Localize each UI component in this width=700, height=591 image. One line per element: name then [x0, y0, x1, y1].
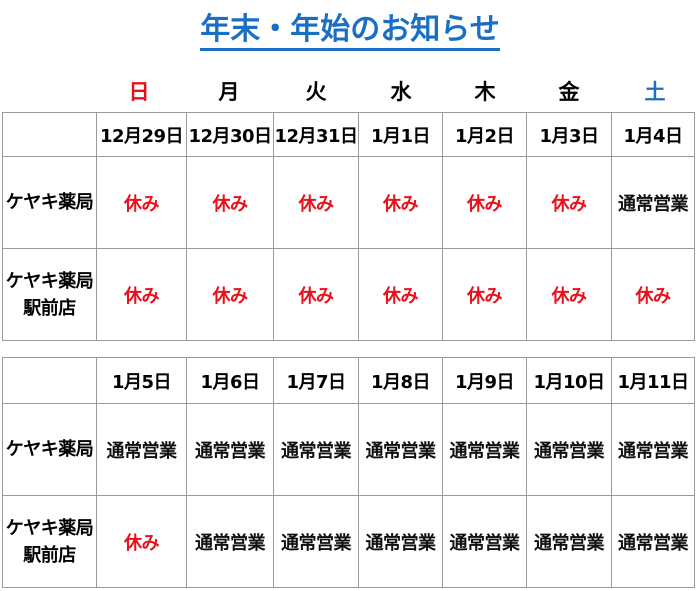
status-cell: 休み [442, 156, 527, 249]
date-cell: 1月2日 [442, 112, 527, 157]
store-branch-line: 駅前店 [23, 544, 76, 566]
status-cell: 通常営業 [611, 403, 695, 496]
store-name-line: ケヤキ薬局 [5, 270, 94, 292]
corner-cell [2, 357, 97, 404]
status-cell: 休み [96, 248, 187, 341]
status-cell: 休み [186, 248, 274, 341]
date-cell: 12月30日 [186, 112, 274, 157]
weekday-sun: 日 [128, 80, 150, 104]
status-cell: 通常営業 [442, 403, 527, 496]
store-row: ケヤキ薬局駅前店 休み 休み 休み 休み 休み 休み 休み [2, 248, 695, 341]
status-cell: 休み [186, 156, 274, 249]
store-label: ケヤキ薬局駅前店 [2, 248, 97, 341]
status-cell: 休み [526, 248, 612, 341]
date-cell: 1月9日 [442, 357, 527, 404]
date-cell: 12月29日 [96, 112, 187, 157]
status-cell: 通常営業 [96, 403, 187, 496]
date-cell: 1月8日 [358, 357, 443, 404]
date-cell: 1月11日 [611, 357, 695, 404]
date-cell: 1月7日 [273, 357, 359, 404]
status-cell: 休み [273, 156, 359, 249]
status-cell: 通常営業 [611, 156, 695, 249]
store-name-line: ケヤキ薬局 [5, 439, 94, 460]
store-name-line: ケヤキ薬局 [5, 192, 94, 213]
status-cell: 休み [611, 248, 695, 341]
status-cell: 休み [96, 495, 187, 588]
status-cell: 休み [526, 156, 612, 249]
store-row: ケヤキ薬局駅前店 休み 通常営業 通常営業 通常営業 通常営業 通常営業 通常営… [2, 495, 695, 588]
date-row: 12月29日 12月30日 12月31日 1月1日 1月2日 1月3日 1月4日 [2, 112, 695, 157]
date-cell: 1月3日 [526, 112, 612, 157]
corner-cell [2, 112, 97, 157]
weekday-tue: 火 [305, 80, 327, 104]
status-cell: 休み [442, 248, 527, 341]
date-cell: 1月1日 [358, 112, 443, 157]
date-cell: 12月31日 [273, 112, 359, 157]
date-cell: 1月4日 [611, 112, 695, 157]
status-cell: 休み [96, 156, 187, 249]
status-cell: 休み [358, 248, 443, 341]
weekday-sat: 土 [644, 80, 666, 104]
weekday-wed: 水 [390, 80, 412, 104]
store-row: ケヤキ薬局 休み 休み 休み 休み 休み 休み 通常営業 [2, 156, 695, 249]
store-label: ケヤキ薬局 [2, 403, 97, 496]
weekday-header-row: 日 月 火 水 木 金 土 [0, 76, 700, 108]
page-title: 年末・年始のお知らせ [0, 4, 700, 51]
date-row: 1月5日 1月6日 1月7日 1月8日 1月9日 1月10日 1月11日 [2, 357, 695, 404]
status-cell: 通常営業 [358, 495, 443, 588]
store-name-line: ケヤキ薬局 [5, 517, 94, 539]
status-cell: 通常営業 [273, 403, 359, 496]
status-cell: 通常営業 [442, 495, 527, 588]
date-cell: 1月6日 [186, 357, 274, 404]
status-cell: 通常営業 [273, 495, 359, 588]
date-cell: 1月5日 [96, 357, 187, 404]
weekday-thu: 木 [474, 80, 496, 104]
status-cell: 通常営業 [526, 495, 612, 588]
status-cell: 通常営業 [186, 403, 274, 496]
status-cell: 通常営業 [186, 495, 274, 588]
weekday-mon: 月 [218, 80, 240, 104]
store-branch-line: 駅前店 [23, 297, 76, 319]
title-text: 年末・年始のお知らせ [200, 12, 500, 51]
schedule-table-week1: 12月29日 12月30日 12月31日 1月1日 1月2日 1月3日 1月4日… [2, 112, 695, 341]
status-cell: 通常営業 [358, 403, 443, 496]
store-label: ケヤキ薬局 [2, 156, 97, 249]
status-cell: 休み [358, 156, 443, 249]
schedule-table-week2: 1月5日 1月6日 1月7日 1月8日 1月9日 1月10日 1月11日 ケヤキ… [2, 357, 695, 588]
status-cell: 通常営業 [611, 495, 695, 588]
store-row: ケヤキ薬局 通常営業 通常営業 通常営業 通常営業 通常営業 通常営業 通常営業 [2, 403, 695, 496]
date-cell: 1月10日 [526, 357, 612, 404]
weekday-fri: 金 [558, 80, 580, 104]
status-cell: 休み [273, 248, 359, 341]
status-cell: 通常営業 [526, 403, 612, 496]
store-label: ケヤキ薬局駅前店 [2, 495, 97, 588]
